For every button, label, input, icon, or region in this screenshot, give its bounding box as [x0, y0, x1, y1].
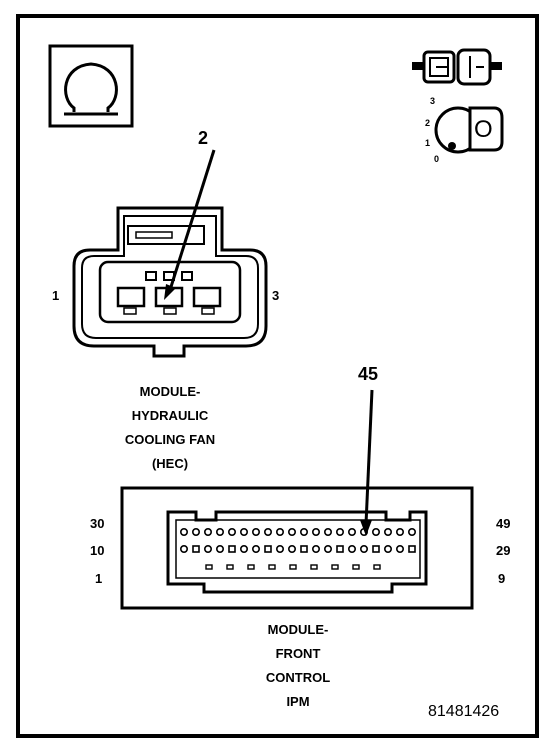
ipm-pin-cavity	[192, 527, 201, 536]
ipm-pin-cavity	[359, 544, 368, 553]
figure-id: 81481426	[428, 703, 500, 720]
ipm-pin-cavity	[299, 527, 308, 536]
ignition-pos-1: 1	[425, 138, 431, 148]
hec-pin-3-label: 3	[272, 288, 280, 303]
ipm-row-bot-right-label: 9	[498, 571, 506, 586]
ipm-pin-cavity	[311, 527, 320, 536]
ipm-pin-cavity	[192, 545, 200, 553]
ipm-caption-line: CONTROL	[265, 670, 331, 685]
disconnected-connector-icon	[412, 48, 502, 86]
ipm-row-mid-right-label: 29	[496, 543, 511, 558]
ipm-pin-cavity	[264, 545, 272, 553]
ipm-pin-cavity	[204, 527, 213, 536]
ipm-pin-cavity	[287, 527, 296, 536]
ipm-pin-cavity	[335, 527, 344, 536]
hec-caption-line: MODULE-	[139, 384, 201, 399]
ipm-pin-cavity	[289, 564, 297, 570]
ipm-pin-cavity	[371, 527, 380, 536]
ipm-pin-cavity	[228, 527, 237, 536]
ipm-pin-cavity	[352, 564, 360, 570]
ipm-pin-cavity	[240, 527, 249, 536]
ipm-pin-cavity	[180, 527, 189, 536]
ipm-row-bot-left-label: 1	[95, 571, 103, 586]
ipm-pin-cavity	[323, 544, 332, 553]
ipm-pin-cavity	[383, 544, 392, 553]
ipm-pin-cavity	[247, 564, 255, 570]
ipm-pin-cavity	[311, 544, 320, 553]
pin-45-callout-arrow	[360, 389, 374, 536]
ipm-pin-cavity	[204, 544, 213, 553]
hec-caption-line: (HEC)	[151, 456, 189, 471]
ipm-pin-cavity	[310, 564, 318, 570]
ipm-pin-cavity	[226, 564, 234, 570]
ipm-pin-cavity	[216, 527, 225, 536]
ipm-pin-cavity	[275, 527, 284, 536]
ipm-pin-cavity	[336, 545, 344, 553]
ipm-pin-cavity	[383, 527, 392, 536]
ipm-row-mid-left-label: 10	[90, 543, 105, 558]
ipm-pin-cavity	[323, 527, 332, 536]
ipm-pin-cavity	[263, 527, 272, 536]
hec-caption: MODULE- HYDRAULIC COOLING FAN (HEC)	[100, 380, 240, 476]
ipm-pin-cavity	[395, 544, 404, 553]
ipm-pin-cavity	[252, 544, 261, 553]
ipm-row-top-right-label: 49	[496, 516, 511, 531]
ipm-pin-cavity	[287, 544, 296, 553]
ipm-pin-cavity	[240, 544, 249, 553]
ipm-pin-cavity	[347, 527, 356, 536]
ipm-pin-cavity	[252, 527, 261, 536]
ignition-key-label: O	[474, 116, 493, 143]
ipm-pin-cavity	[331, 564, 339, 570]
ipm-pin-cavity	[300, 545, 308, 553]
ignition-key-icon	[434, 106, 504, 154]
ipm-pin-array	[180, 527, 416, 570]
ipm-pin-cavity	[268, 564, 276, 570]
ipm-pin-cavity	[216, 544, 225, 553]
pin-2-callout-arrow	[164, 149, 216, 300]
ipm-caption: MODULE- FRONT CONTROL IPM	[228, 618, 368, 714]
ipm-pin-cavity	[205, 564, 213, 570]
ipm-pin-cavity	[373, 564, 381, 570]
ipm-pin-45-callout-label: 45	[358, 364, 379, 384]
ipm-pin-cavity	[407, 527, 416, 536]
ignition-pos-0: 0	[434, 154, 440, 164]
ipm-pin-cavity	[395, 527, 404, 536]
hec-connector	[72, 206, 268, 358]
ipm-pin-cavity	[180, 544, 189, 553]
ipm-pin-cavity	[228, 545, 236, 553]
hec-caption-line: COOLING FAN	[124, 432, 216, 447]
ipm-connector	[120, 486, 474, 610]
hec-pin-1-label: 1	[52, 288, 60, 303]
ipm-pin-cavity	[347, 544, 356, 553]
hec-caption-line: HYDRAULIC	[131, 408, 209, 423]
ipm-caption-line: MODULE-	[267, 622, 329, 637]
hec-pin-2-callout-label: 2	[198, 128, 209, 148]
ipm-pin-cavity	[408, 545, 416, 553]
ipm-caption-line: FRONT	[275, 646, 321, 661]
diagram-frame	[16, 14, 539, 738]
ohm-icon	[48, 44, 134, 128]
ipm-pin-cavity	[275, 544, 284, 553]
ignition-pos-3: 3	[430, 96, 436, 106]
ignition-pos-2: 2	[425, 118, 431, 128]
ipm-row-top-left-label: 30	[90, 516, 105, 531]
ipm-caption-line: IPM	[286, 694, 310, 709]
ipm-pin-cavity	[372, 545, 380, 553]
